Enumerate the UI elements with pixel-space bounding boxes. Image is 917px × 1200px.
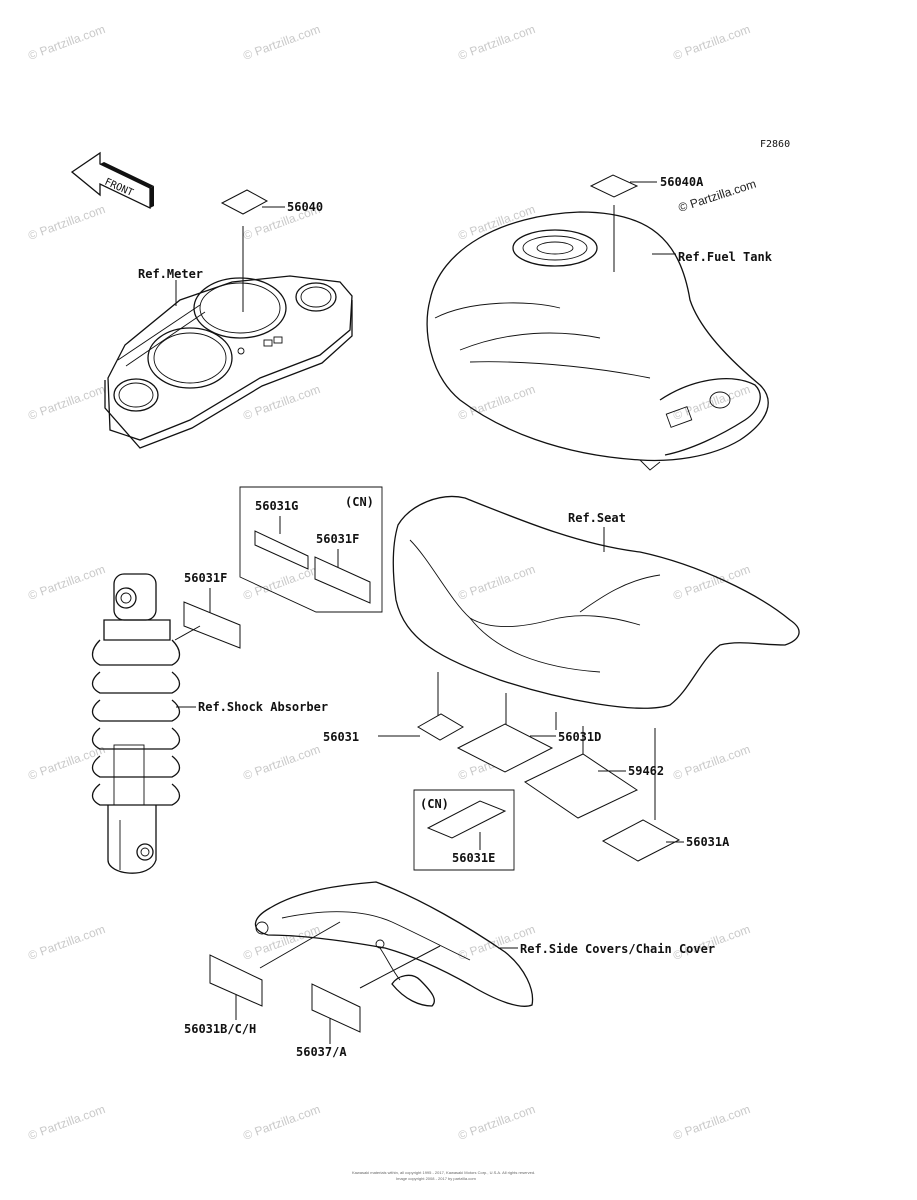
label-56031a-sheet	[601, 819, 681, 862]
cn-kit-box-bottom	[413, 789, 515, 871]
label-56040a-sheet	[589, 174, 639, 198]
label-56031e-sheet	[426, 800, 507, 839]
callout-56031e: 56031E	[452, 851, 495, 865]
watermark: © Partzilla.com	[456, 22, 537, 63]
callout-56031f: 56031F	[184, 571, 227, 585]
label-56037a-sheet	[311, 983, 361, 1033]
callout-56040a: 56040A	[660, 175, 704, 189]
figure-code: F2860	[760, 139, 790, 150]
watermark: © Partzilla.com	[456, 202, 537, 243]
shock-absorber-illustration	[91, 573, 181, 874]
leader-line	[359, 945, 441, 989]
label-56031f-box-sheet	[314, 556, 371, 604]
label-59462-sheet	[524, 753, 639, 819]
watermark: © Partzilla.com	[671, 742, 752, 783]
meter-assembly-illustration	[104, 275, 353, 449]
watermark: © Partzilla.com	[26, 382, 107, 423]
cn-tag-bottom: (CN)	[420, 797, 449, 811]
copyright-line-2: Image copyright 2008 - 2017 by partzilla…	[396, 1176, 476, 1181]
watermark: © Partzilla.com	[456, 382, 537, 423]
callout-56031: 56031	[323, 730, 359, 744]
callout-56031g: 56031G	[255, 499, 298, 513]
watermark: © Partzilla.com	[241, 22, 322, 63]
label-56031-sheet	[417, 713, 464, 741]
cn-kit-box-top	[239, 486, 383, 613]
watermark: © Partzilla.com	[671, 562, 752, 603]
watermark: © Partzilla.com	[456, 1102, 537, 1143]
watermark: © Partzilla.com	[26, 742, 107, 783]
watermark: © Partzilla.com	[241, 742, 322, 783]
watermark: © Partzilla.com	[241, 922, 322, 963]
callout-ref-shock-absorber: Ref.Shock Absorber	[198, 700, 328, 714]
callout-56040: 56040	[287, 200, 323, 214]
callout-ref-meter: Ref.Meter	[138, 267, 203, 281]
callout-56031bch: 56031B/C/H	[184, 1022, 256, 1036]
callout-56031d: 56031D	[558, 730, 601, 744]
seat-illustration	[392, 495, 800, 709]
callout-ref-side-covers: Ref.Side Covers/Chain Cover	[520, 942, 715, 956]
callout-ref-fuel-tank: Ref.Fuel Tank	[678, 250, 773, 264]
watermark: © Partzilla.com	[26, 562, 107, 603]
leader-line	[174, 625, 201, 641]
watermark: © Partzilla.com	[671, 22, 752, 63]
label-56040-sheet	[220, 189, 269, 215]
watermark: © Partzilla.com	[456, 562, 537, 603]
label-56031d-sheet	[456, 723, 554, 773]
watermark: © Partzilla.com	[241, 562, 322, 603]
label-56031g-sheet	[254, 530, 309, 570]
leader-line	[259, 921, 341, 969]
watermark: © Partzilla.com	[241, 1102, 322, 1143]
label-56031f-sheet	[183, 601, 241, 649]
watermark: © Partzilla.com	[26, 202, 107, 243]
side-chain-cover-illustration	[254, 881, 534, 1007]
watermark: © Partzilla.com	[26, 922, 107, 963]
watermark: © Partzilla.com	[241, 382, 322, 423]
fuel-tank-illustration	[426, 211, 769, 471]
callout-ref-seat: Ref.Seat	[568, 511, 626, 525]
callout-56037a: 56037/A	[296, 1045, 347, 1059]
callout-56031f-box: 56031F	[316, 532, 359, 546]
copyright-line-1: Kawasaki materials within, all copyright…	[352, 1170, 535, 1175]
watermark: © Partzilla.com	[671, 1102, 752, 1143]
callout-59462: 59462	[628, 764, 664, 778]
watermark: © Partzilla.com	[26, 1102, 107, 1143]
label-56031bch-sheet	[209, 954, 263, 1007]
watermark: © Partzilla.com	[26, 22, 107, 63]
front-arrow-icon: FRONT	[70, 151, 154, 210]
cn-tag-top: (CN)	[345, 495, 374, 509]
callout-56031a: 56031A	[686, 835, 730, 849]
